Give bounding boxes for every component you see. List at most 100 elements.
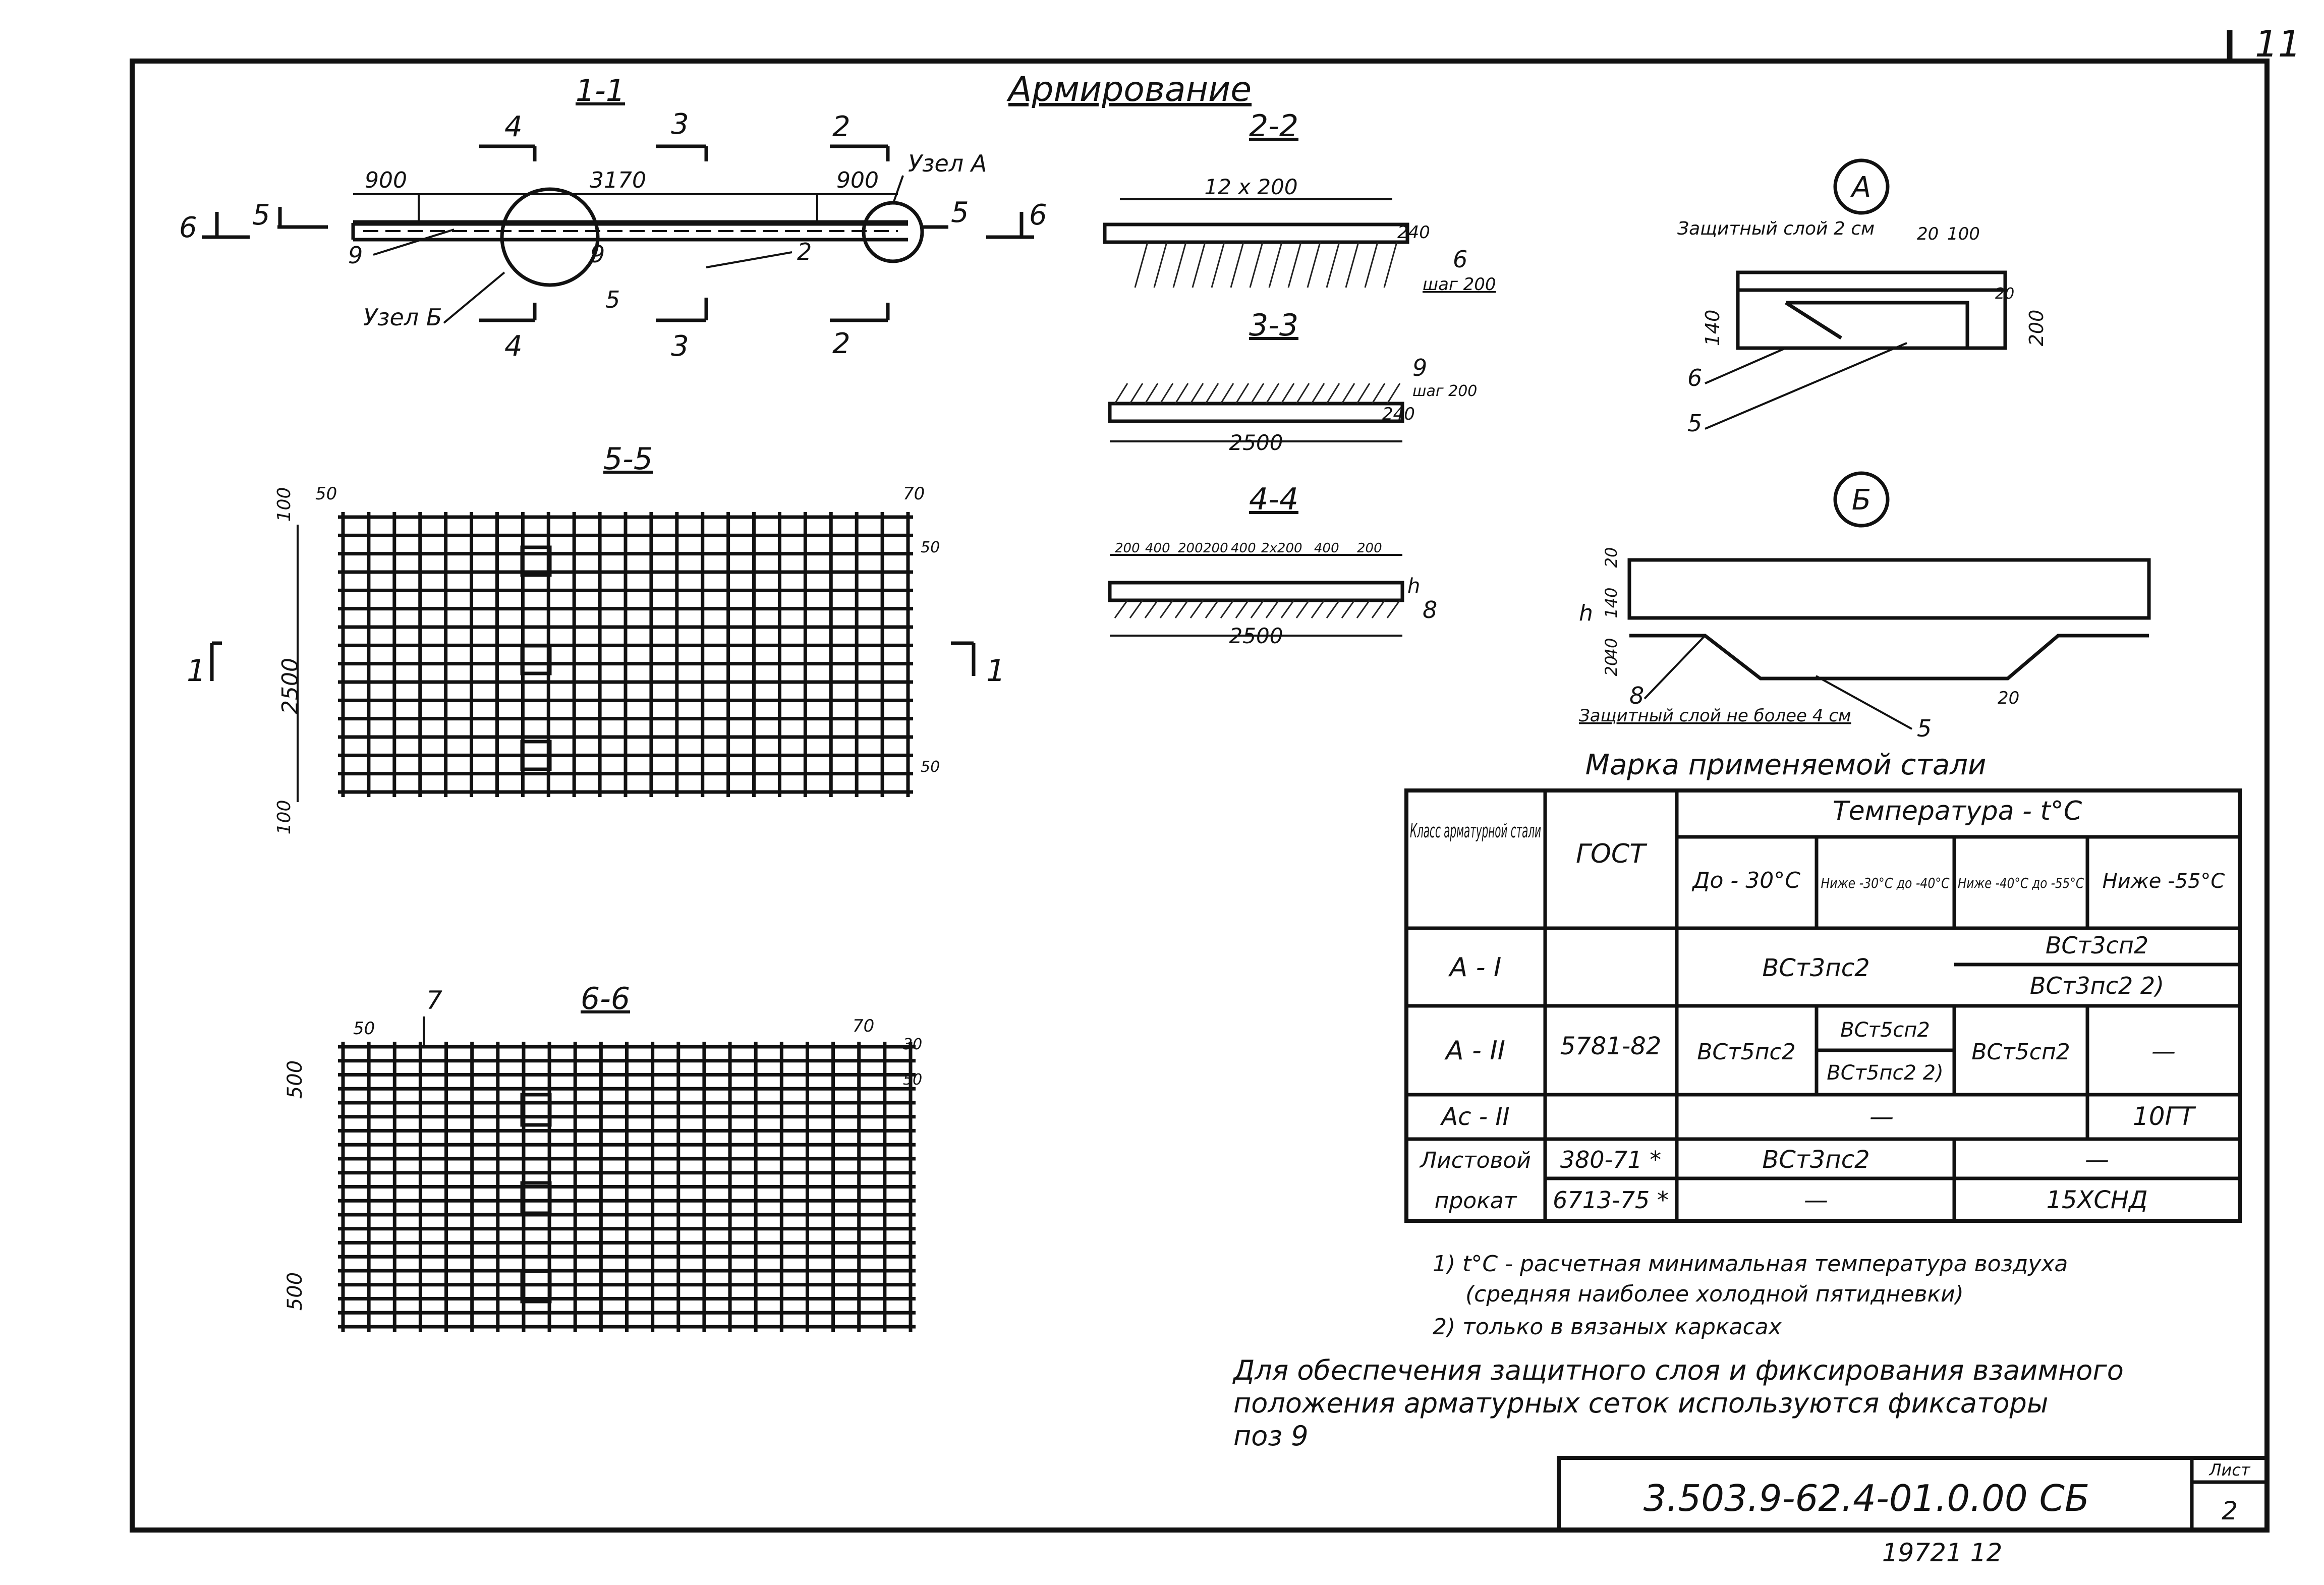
uzel-b-label: Узел Б bbox=[363, 304, 442, 331]
cut-2-top: 2 bbox=[832, 110, 851, 143]
s44-d5: 400 bbox=[1231, 541, 1256, 556]
s44-d4: 200 bbox=[1203, 541, 1228, 556]
doc-code: 3.503.9-62.4-01.0.00 СБ bbox=[1643, 1477, 2089, 1519]
node-a-circle bbox=[1833, 158, 1890, 215]
s44-pos: 8 bbox=[1423, 596, 1437, 624]
node-b-d20a: 20 bbox=[1602, 547, 1621, 568]
s22-step: шаг 200 bbox=[1423, 274, 1496, 295]
title-block: Лист 2 3.503.9-62.4-01.0.00 СБ 19721 12 bbox=[1557, 1456, 2269, 1567]
s66-right: 70 bbox=[853, 1016, 874, 1036]
s33-step: шаг 200 bbox=[1412, 382, 1477, 400]
pos-5: 5 bbox=[605, 286, 620, 313]
cut-6-right: 6 bbox=[1029, 199, 1047, 232]
node-b-pos5: 5 bbox=[1917, 715, 1932, 742]
para-3: поз 9 bbox=[1233, 1420, 1309, 1452]
node-b-label: Б bbox=[1852, 484, 1871, 517]
section-1-1: 1-1 900 3170 900 Узел А Узел Б 9 9 2 5 4… bbox=[179, 73, 1047, 363]
a1-main: ВСт3пс2 bbox=[1762, 954, 1869, 982]
head-class: Класс арматурной стали bbox=[1410, 820, 1541, 842]
s44-d3: 200 bbox=[1178, 541, 1203, 556]
sheet-frame bbox=[130, 59, 2270, 1533]
node-b-d20b: 20 bbox=[1602, 656, 1621, 676]
node-b-d40: 40 bbox=[1602, 638, 1621, 659]
section-3-3-title: 3-3 bbox=[1249, 308, 1298, 343]
s6713-a: — bbox=[1804, 1186, 1828, 1214]
section-4-4: 4-4 200 400 200 200 400 2х200 400 200 25… bbox=[1108, 482, 1437, 648]
cut-3-bottom: 3 bbox=[671, 330, 689, 363]
node-a-h1: 140 bbox=[1702, 310, 1724, 347]
section-5-5-title: 5-5 bbox=[603, 441, 653, 477]
s6713-b: 15ХСНД bbox=[2046, 1186, 2147, 1214]
note-2: 2) только в вязаных каркасах bbox=[1433, 1314, 1782, 1340]
s33-pos: 9 bbox=[1412, 354, 1427, 381]
s44-d2: 400 bbox=[1145, 541, 1170, 556]
ac2-c4: 10ГТ bbox=[2133, 1102, 2196, 1131]
cut-4-top: 4 bbox=[504, 110, 523, 143]
list-number: 2 bbox=[2222, 1496, 2238, 1525]
a2-c4: — bbox=[2151, 1037, 2176, 1065]
node-b-circle bbox=[1833, 471, 1890, 528]
s55-bottom: 100 bbox=[274, 800, 295, 835]
node-b-cover: Защитный слой не более 4 см bbox=[1579, 706, 1851, 726]
note-1a: 1) t°С - расчетная минимальная температу… bbox=[1433, 1251, 2068, 1277]
s44-dim: 2500 bbox=[1229, 624, 1283, 648]
temp-col-4: Ниже -55°С bbox=[2103, 870, 2225, 893]
cut-3-top: 3 bbox=[671, 108, 689, 141]
dim-900-left: 900 bbox=[365, 167, 407, 193]
cut-2-bottom: 2 bbox=[832, 327, 851, 360]
node-a-pos5: 5 bbox=[1687, 410, 1702, 437]
head-gost: ГОСТ bbox=[1576, 839, 1648, 869]
s55-r1: 50 bbox=[921, 539, 940, 556]
node-b-d20c: 20 bbox=[1998, 688, 2019, 708]
cut-4-bottom: 4 bbox=[504, 330, 523, 363]
s44-d6: 2х200 bbox=[1261, 541, 1302, 556]
pos-9-mid: 9 bbox=[590, 241, 605, 268]
s66-pos: 7 bbox=[426, 986, 442, 1015]
sheet-rolled-1: Листовой bbox=[1419, 1148, 1531, 1173]
a2-c2a: ВСт5сп2 bbox=[1840, 1018, 1930, 1042]
node-a-cover: Защитный слой 2 см bbox=[1677, 218, 1875, 239]
s66-h2: 500 bbox=[284, 1272, 307, 1311]
cut-5-right: 5 bbox=[951, 196, 969, 229]
s380-b: — bbox=[2085, 1146, 2109, 1174]
s55-top: 100 bbox=[274, 487, 295, 522]
section-1-1-title: 1-1 bbox=[576, 73, 625, 108]
s66-h1: 500 bbox=[284, 1060, 307, 1099]
node-a-callout bbox=[862, 201, 924, 263]
node-b-d140: 140 bbox=[1602, 587, 1621, 618]
section-3-3: 3-3 2500 240 9 шаг 200 bbox=[1108, 308, 1477, 455]
cut-6-left: 6 bbox=[179, 211, 197, 244]
a2-c2b: ВСт5пс2 2) bbox=[1827, 1061, 1943, 1085]
s44-d7: 400 bbox=[1314, 541, 1339, 556]
a1-r1: ВСт3сп2 bbox=[2046, 932, 2148, 959]
list-label: Лист bbox=[2208, 1460, 2250, 1480]
a2-c3: ВСт5сп2 bbox=[1971, 1039, 2070, 1065]
section-2-2: 2-2 12 х 200 240 6 шаг 200 bbox=[1103, 108, 1496, 295]
node-b-h: h bbox=[1579, 600, 1593, 626]
s55-cut-right: 1 bbox=[986, 653, 1005, 689]
s22-pos: 6 bbox=[1453, 246, 1467, 273]
section-2-2-title: 2-2 bbox=[1249, 108, 1298, 144]
a2-c1: ВСт5пс2 bbox=[1697, 1039, 1796, 1065]
node-b-pos8: 8 bbox=[1629, 682, 1644, 709]
section-4-4-title: 4-4 bbox=[1249, 482, 1298, 517]
section-6-6: 6-6 7 50 70 30 50 500 500 bbox=[284, 981, 922, 1332]
ac2-mid: — bbox=[1869, 1103, 1894, 1131]
a1-r2: ВСт3пс2 2) bbox=[2030, 972, 2164, 999]
mesh-6-6 bbox=[338, 1042, 916, 1332]
s44-h: h bbox=[1407, 575, 1420, 598]
s380-a: ВСт3пс2 bbox=[1762, 1146, 1869, 1174]
s66-left: 50 bbox=[353, 1018, 375, 1039]
node-b-callout bbox=[500, 187, 600, 287]
class-ac2: Ас - II bbox=[1440, 1103, 1509, 1131]
dim-900-right: 900 bbox=[836, 167, 879, 193]
gost-380: 380-71 * bbox=[1560, 1146, 1662, 1173]
gost-5781: 5781-82 bbox=[1560, 1032, 1662, 1060]
node-a: А Защитный слой 2 см 20 100 20 140 200 6… bbox=[1677, 158, 2048, 437]
section-6-6-title: 6-6 bbox=[581, 981, 630, 1016]
steel-table: Марка применяемой стали Класс арматурной… bbox=[1404, 749, 2242, 1223]
s55-left: 50 bbox=[315, 484, 337, 504]
s55-r2: 50 bbox=[921, 758, 940, 776]
temp-col-2: Ниже -30°С до -40°С bbox=[1821, 875, 1950, 891]
